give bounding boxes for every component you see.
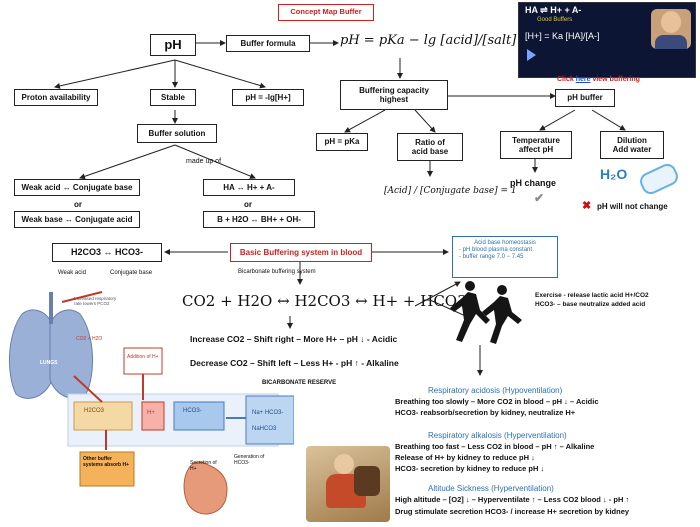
resp-acidosis-title: Respiratory acidosis (Hypoventilation) bbox=[428, 386, 563, 395]
check-icon: ✔ bbox=[534, 191, 545, 205]
other-buffer-label: Other buffer systems absorb H+ bbox=[83, 456, 129, 468]
play-icon[interactable] bbox=[527, 49, 536, 61]
na-hco3-label: Na+ HCO3- bbox=[252, 410, 284, 416]
node-weak-base: Weak base ↔ Conjugate acid bbox=[14, 211, 140, 228]
node-temperature: Temperature affect pH bbox=[500, 131, 572, 159]
resp-acidosis-line-1: Breathing too slowly – More CO2 in blood… bbox=[395, 397, 599, 406]
presenter-avatar bbox=[651, 9, 691, 49]
video-thumbnail[interactable]: HA ⇌ H+ + A- Good Buffers [H+] = Ka [HA]… bbox=[518, 2, 696, 78]
node-dilution: Dilution Add water bbox=[600, 131, 664, 159]
node-ph-log: pH = -lg[H+] bbox=[232, 89, 304, 106]
secretion-label: Secretion of H+ bbox=[190, 460, 217, 472]
hco3-small-label: HCO3- bbox=[183, 408, 202, 414]
resp-alkalosis-title: Respiratory alkalosis (Hyperventilation) bbox=[428, 431, 567, 440]
bicarbonate-label: Bicarbonate buffering system bbox=[238, 269, 316, 275]
resp-acidosis-line-2: HCO3- reabsorb/secretion by kidney, neut… bbox=[395, 408, 576, 417]
resp-alkalosis-line-3: HCO3- secretion by kidney to reduce pH ↓ bbox=[395, 464, 545, 473]
conjugate-base-label: Conjugate base bbox=[110, 270, 153, 276]
node-buffer-formula: Buffer formula bbox=[226, 35, 310, 52]
or-label-2: or bbox=[244, 200, 252, 209]
decrease-co2-line: Decrease CO2 – Shift left – Less H+ - pH… bbox=[190, 358, 399, 368]
node-proton-availability: Proton availability bbox=[14, 89, 98, 106]
node-weak-acid: Weak acid ↔ Conjugate base bbox=[14, 179, 140, 196]
node-ha-equation: HA ↔ H+ + A- bbox=[203, 179, 295, 196]
altitude-line-2: Drug stimulate secretion HCO3- / increas… bbox=[395, 507, 630, 516]
formula-main: pH = pKa − lg [acid]/[salt] bbox=[340, 33, 517, 48]
node-ph: pH bbox=[150, 34, 196, 56]
h2co3-small-label: H2CO3 bbox=[84, 408, 105, 414]
ph-change-label: pH change bbox=[510, 178, 557, 188]
bicarbonate-reserve-label: BICARBONATE RESERVE bbox=[262, 380, 337, 386]
node-basic-buffering: Basic Buffering system in blood bbox=[230, 243, 372, 262]
made-up-of-label: made up of bbox=[186, 158, 222, 165]
co2-h2o-label: CO2 + H2O bbox=[76, 336, 103, 342]
physiology-drawing bbox=[8, 291, 294, 515]
page-title: Concept Map Buffer bbox=[278, 4, 374, 21]
video-sub: Good Buffers bbox=[537, 17, 573, 23]
video-header: HA ⇌ H+ + A- bbox=[525, 5, 582, 15]
video-link[interactable]: Click here view buffering bbox=[557, 76, 640, 83]
node-buffer-solution: Buffer solution bbox=[137, 124, 217, 143]
generation-label: Generation of HCO3- bbox=[234, 454, 265, 466]
addition-h-label: Addition of H+ bbox=[127, 354, 159, 360]
or-label-1: or bbox=[74, 200, 82, 209]
weak-acid-label: Weak acid bbox=[58, 270, 86, 276]
resp-alkalosis-line-2: Release of H+ by kidney to reduce pH ↓ bbox=[395, 453, 535, 462]
runners-illustration bbox=[450, 281, 522, 344]
resp-rate-label: Increased respiratory rate lowers PCO2 bbox=[74, 296, 117, 307]
climber-illustration bbox=[306, 446, 390, 522]
physiology-illustration: LUNGS Increased respiratory rate lowers … bbox=[2, 284, 294, 524]
altitude-title: Altitude Sickness (Hyperventilation) bbox=[428, 484, 554, 493]
lungs-label: LUNGS bbox=[40, 360, 58, 366]
exercise-line-2: HCO3- – base neutralize added acid bbox=[535, 301, 646, 308]
acid-base-homeostasis: Acid base homeostasis - pH blood plasma … bbox=[452, 236, 558, 278]
node-h2co3: H2CO3 ↔ HCO3- bbox=[52, 243, 162, 262]
main-equation: CO2 + H2O ↔ H2CO3 ↔ H+ + HCO3- bbox=[182, 292, 472, 310]
node-b-equation: B + H2O ↔ BH+ + OH- bbox=[203, 211, 315, 228]
node-buffering-capacity: Buffering capacity highest bbox=[340, 80, 448, 110]
resp-alkalosis-line-1: Breathing too fast – Less CO2 in blood –… bbox=[395, 442, 595, 451]
altitude-line-1: High altitude – [O2] ↓ – Hyperventilate … bbox=[395, 495, 630, 504]
nahco3-label: NaHCO3 bbox=[252, 426, 277, 432]
h-small-label: H+ bbox=[147, 410, 155, 416]
ratio-equation: [Acid] / [Conjugate base] = 1 bbox=[384, 186, 517, 196]
increase-co2-line: Increase CO2 – Shift right – More H+ – p… bbox=[190, 334, 398, 344]
node-stable: Stable bbox=[150, 89, 196, 106]
exercise-line-1: Exercise - release lactic acid H+/CO2 bbox=[535, 292, 649, 299]
no-change-icon: ✖ bbox=[582, 200, 592, 212]
ph-not-change-label: pH will not change bbox=[597, 202, 668, 211]
node-ph-pka: pH = pKa bbox=[316, 133, 368, 151]
node-ratio: Ratio of acid base bbox=[397, 133, 463, 161]
video-formula: [H+] = Ka [HA]/[A-] bbox=[525, 31, 600, 41]
node-ph-buffer: pH buffer bbox=[555, 89, 615, 107]
h2o-icon: H₂O bbox=[600, 166, 628, 182]
